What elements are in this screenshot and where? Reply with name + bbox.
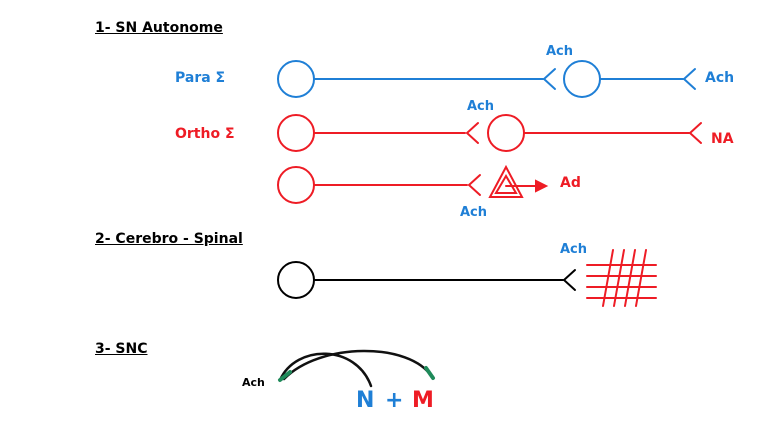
snc-synapse-arcs <box>278 349 435 388</box>
adrenal-pathway <box>277 164 549 204</box>
heading-cerebro-spinal: 2- Cerebro - Spinal <box>95 231 243 247</box>
ortho-sympathetic-label: Ortho Σ <box>175 126 235 142</box>
para-effector-terminal <box>682 68 696 90</box>
cerebro-spinal-pathway <box>277 261 576 299</box>
adrenal-preganglionic-soma <box>277 166 315 204</box>
snc-arc-right <box>282 349 434 381</box>
snc-ach-label: Ach <box>242 376 265 389</box>
motor-terminal <box>562 269 576 291</box>
snc-ach-tip <box>278 370 292 382</box>
para-postganglionic-soma <box>563 60 601 98</box>
ortho-pathway <box>277 114 702 152</box>
snc-arc-left <box>278 352 373 388</box>
para-pathway <box>277 60 696 98</box>
heading-sn-autonome: 1- SN Autonome <box>95 20 223 36</box>
ortho-ganglion-ach-label: Ach <box>467 99 495 114</box>
para-preganglionic-soma <box>277 60 315 98</box>
adrenal-ach-label: Ach <box>460 205 488 220</box>
snc-plus-label: + <box>385 388 404 413</box>
ortho-preganglionic-soma <box>277 114 315 152</box>
adrenal-terminal <box>467 174 481 196</box>
adrenaline-arrow-head <box>535 179 549 193</box>
motor-ach-label: Ach <box>560 242 588 257</box>
para-ganglion-terminal <box>542 68 556 90</box>
ortho-effector-na-label: NA <box>711 131 734 147</box>
motor-neuron-soma <box>277 261 315 299</box>
ortho-effector-terminal <box>688 122 702 144</box>
adrenal-medulla-triangle-inner <box>494 174 518 194</box>
ortho-postganglionic-soma <box>487 114 525 152</box>
ortho-ganglion-terminal <box>465 122 479 144</box>
snc-m-label: M <box>412 388 434 413</box>
adrenal-medulla-triangle-outer <box>488 164 524 198</box>
para-effector-ach-label: Ach <box>705 70 735 86</box>
para-sympathetic-label: Para Σ <box>175 70 226 86</box>
muscle-fibers-icon <box>586 249 657 307</box>
heading-snc: 3- SNC <box>95 341 148 357</box>
snc-n-label: N <box>356 388 375 413</box>
para-ganglion-ach-label: Ach <box>546 44 574 59</box>
adrenaline-label: Ad <box>560 175 581 191</box>
snc-m-tip <box>424 366 435 380</box>
